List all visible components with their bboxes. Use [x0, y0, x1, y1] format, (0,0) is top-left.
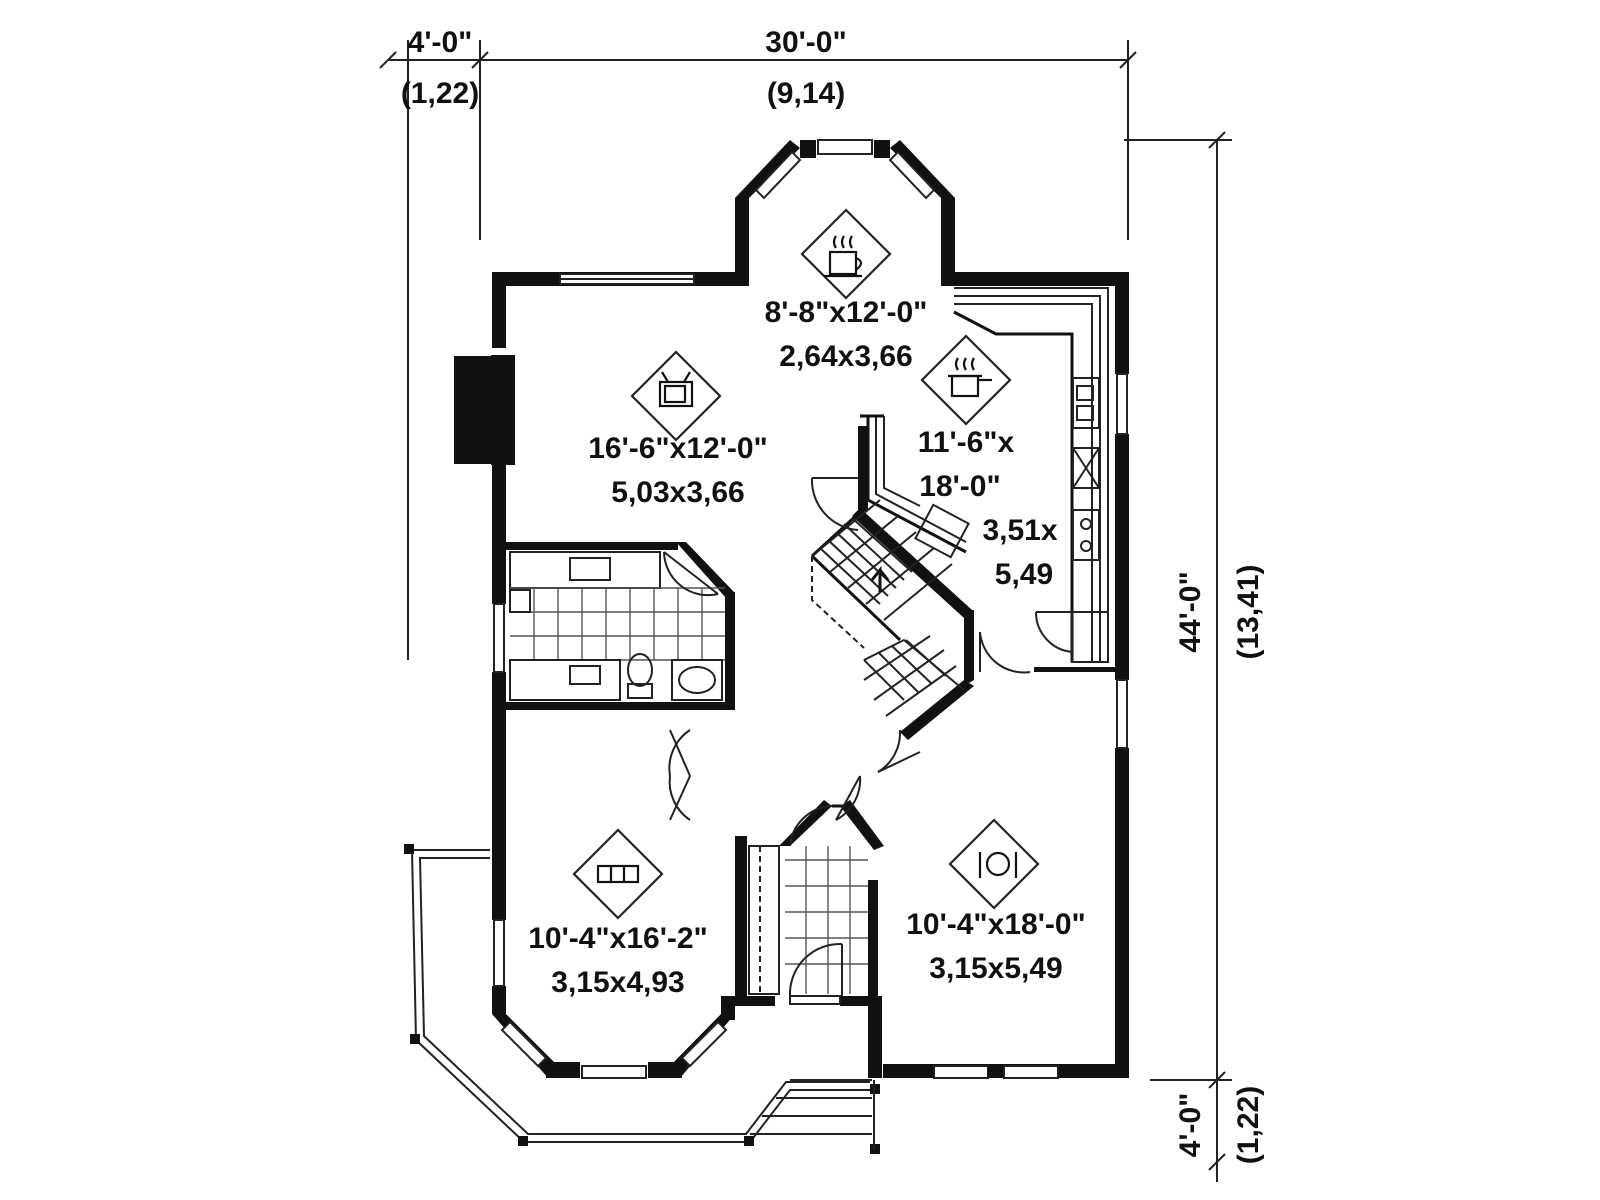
- dim-right-main-imperial: 44'-0": [1174, 571, 1207, 652]
- dimension-lines: [379, 40, 1232, 1182]
- entry-vestibule: [668, 729, 921, 1005]
- kitchen-size-imperial-line1: 11'-6"x: [918, 426, 1015, 459]
- kitchen-counters: [860, 287, 1109, 663]
- dinette-size-imperial: 8'-8"x12'-0": [765, 296, 928, 329]
- dim-top-left-imperial: 4'-0": [408, 26, 473, 59]
- bedroom-size-imperial: 10'-4"x16'-2": [528, 922, 708, 955]
- bed-icon: [572, 828, 664, 920]
- living-size-imperial: 16'-6"x12'-0": [588, 432, 768, 465]
- kitchen-size-metric-line2: 5,49: [995, 558, 1053, 591]
- bathroom: [492, 542, 735, 710]
- dim-top-main-metric: (9,14): [767, 77, 845, 110]
- porch: [404, 844, 880, 1154]
- front-bay-walls: [492, 996, 735, 1079]
- kitchen-size-imperial-line2: 18'-0": [919, 470, 1000, 503]
- dim-top-main-imperial: 30'-0": [765, 26, 846, 59]
- bedroom-size-metric: 3,15x4,93: [551, 966, 684, 999]
- plate-cutlery-icon: [948, 818, 1040, 910]
- dim-top-left-metric: (1,22): [401, 77, 479, 110]
- staircase: [810, 426, 1031, 740]
- dining-size-imperial: 10'-4"x18'-0": [906, 908, 1086, 941]
- dim-right-main-metric: (13,41): [1232, 564, 1265, 659]
- living-size-metric: 5,03x3,66: [611, 476, 744, 509]
- dim-right-bottom-imperial: 4'-0": [1174, 1093, 1207, 1158]
- television-icon: [630, 350, 722, 442]
- dining-size-metric: 3,15x5,49: [929, 952, 1062, 985]
- windows: [493, 273, 1128, 1079]
- bay-walls: [735, 139, 955, 200]
- dim-right-bottom-metric: (1,22): [1232, 1086, 1265, 1164]
- coffee-cup-icon: [800, 208, 892, 300]
- cooking-pot-icon: [920, 334, 1012, 426]
- dinette-size-metric: 2,64x3,66: [779, 340, 912, 373]
- kitchen-size-metric-line1: 3,51x: [982, 514, 1057, 547]
